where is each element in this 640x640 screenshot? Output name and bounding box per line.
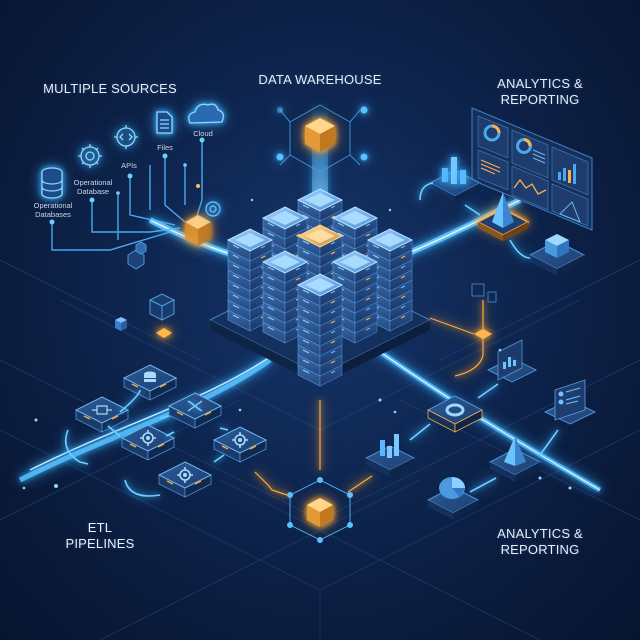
warehouse-core-cube: [305, 118, 335, 152]
etl-node-gear: [120, 424, 176, 461]
dashboard-panel: [471, 107, 593, 231]
report-screen: [543, 379, 597, 425]
server-stack: [296, 273, 344, 387]
chart-screen: [486, 339, 538, 383]
etl-pipeline-nodes: [74, 364, 268, 498]
source-label-apis: APIs: [121, 161, 137, 170]
source-trace-nodes: [49, 137, 205, 225]
source-label-cloud: Cloud: [193, 129, 213, 138]
floating-frame-icon: [471, 283, 497, 303]
sparkle-dots: [22, 198, 572, 490]
etl-line1: ETL: [87, 520, 113, 535]
section-title-etl: ETL PIPELINES: [60, 520, 140, 552]
source-label-operational-databases: Operational Databases: [33, 201, 73, 219]
small-gear-icon: [205, 201, 221, 217]
etl-node-gear: [212, 426, 268, 463]
warehouse-hex-nodes: [276, 106, 368, 161]
warehouse-hex-frame: [279, 104, 361, 173]
source-label-operational-database: Operational Database: [73, 178, 113, 196]
orange-link-node: [429, 300, 492, 377]
database-icon: [41, 167, 63, 199]
server-stack: [226, 228, 274, 332]
donut-tile: [426, 395, 484, 433]
analytics-arrows-top: [419, 182, 531, 259]
source-circuit-traces: [51, 140, 203, 251]
analytics-top-line2: REPORTING: [500, 92, 580, 107]
section-title-warehouse: DATA WAREHOUSE: [258, 72, 382, 87]
analytics-bottom-line2: REPORTING: [500, 542, 580, 557]
document-icon: [156, 111, 173, 134]
etl-node-db: [122, 364, 178, 401]
etl-node-transform: [74, 396, 130, 433]
section-title-analytics-bottom: ANALYTICS & REPORTING: [480, 526, 600, 558]
source-label-files: Files: [157, 143, 173, 152]
hexagon-cluster-icon: [127, 241, 147, 270]
hub-orange-cube: [307, 498, 333, 527]
ingestion-cube: [185, 215, 211, 246]
analytics-top-line1: ANALYTICS &: [497, 76, 583, 91]
etl-node-gear: [157, 461, 213, 498]
code-gear-icon: [114, 125, 138, 149]
hub-hex-nodes: [287, 477, 353, 543]
small-blue-cube: [115, 317, 127, 331]
etl-arrows: [64, 389, 229, 497]
gear-icon: [78, 144, 102, 168]
server-stack: [366, 228, 414, 332]
bar-chart-tile: [428, 157, 482, 202]
analytics-arrows-bottom: [409, 383, 559, 493]
etl-line2: PIPELINES: [65, 536, 135, 551]
orange-node: [156, 328, 172, 338]
wireframe-cube-icon: [148, 293, 176, 321]
etl-node-expand: [167, 392, 223, 429]
pyramid-tile-bottom: [488, 436, 542, 482]
bar-chart-tile-bottom: [364, 434, 416, 477]
section-title-analytics-top: ANALYTICS & REPORTING: [480, 76, 600, 108]
section-title-sources: MULTIPLE SOURCES: [43, 81, 177, 96]
etl-orange-trace: [254, 400, 373, 497]
server-stacks: [226, 188, 414, 387]
pyramid-tile: [476, 192, 530, 241]
analytics-bottom-line1: ANALYTICS &: [497, 526, 583, 541]
cloud-icon: [188, 103, 224, 124]
pie-chart-tile: [426, 477, 480, 520]
cube-tile: [528, 234, 586, 276]
